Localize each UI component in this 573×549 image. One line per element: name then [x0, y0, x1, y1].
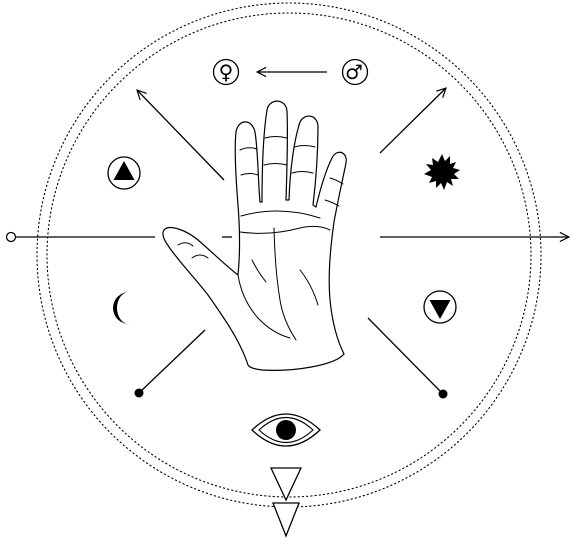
- mars-symbol: ♂: [345, 60, 363, 84]
- arrow-upper-right: [380, 88, 446, 153]
- stacked-triangles-icon: [271, 468, 301, 536]
- axis-start-node: [7, 233, 16, 242]
- arrow-upper-left: [137, 90, 224, 180]
- hand-icon: [163, 101, 346, 370]
- triangle-up-icon: [108, 157, 140, 189]
- venus-symbol: ♀: [219, 60, 234, 84]
- venus-icon: ♀: [214, 60, 239, 85]
- mars-icon: ♂: [343, 60, 368, 85]
- triangle-down-icon: [424, 291, 456, 323]
- sun-spiral-icon: [424, 154, 460, 190]
- line-lower-left: [135, 330, 206, 398]
- line-lower-right: [368, 318, 448, 399]
- crescent-moon-icon: [113, 292, 129, 324]
- eye-icon: [252, 414, 320, 446]
